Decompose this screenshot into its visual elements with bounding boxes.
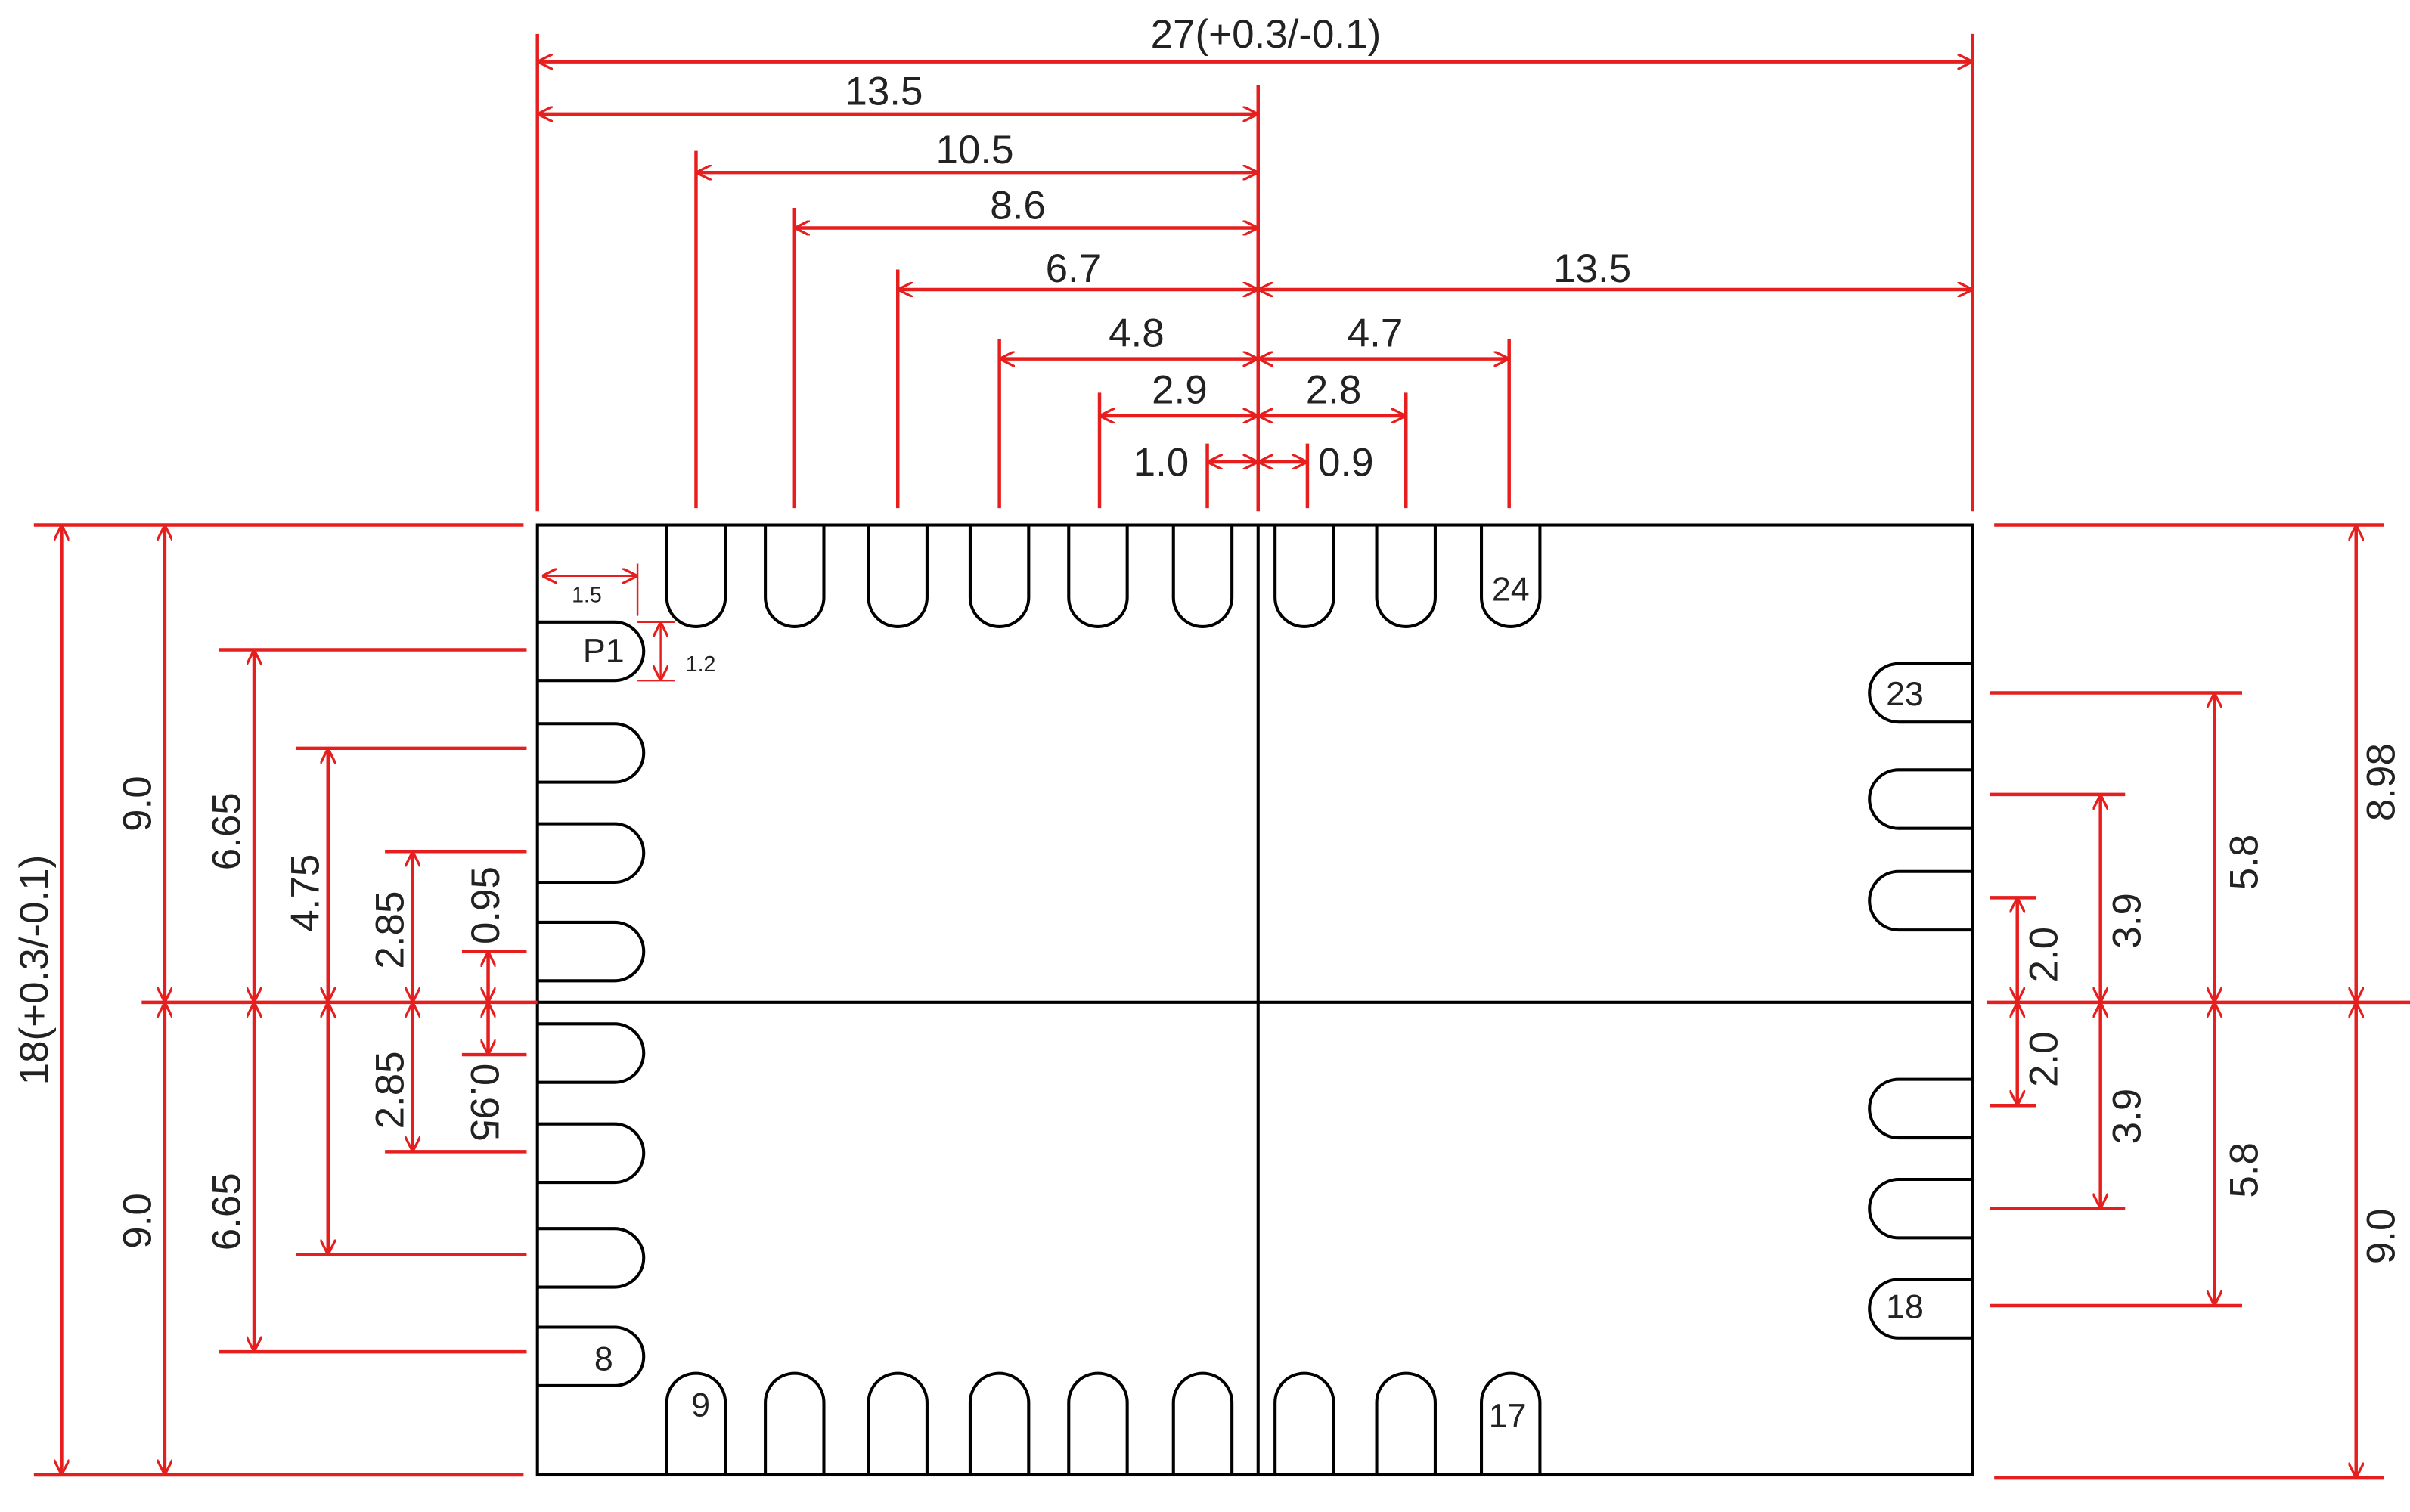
label-left-9-0-lower: 9.0	[116, 1193, 160, 1249]
dimension-labels: 27(+0.3/-0.1) 13.5 10.5 8.6 6.7 13.5 4.8…	[12, 12, 2404, 1264]
dimension-lines	[33, 33, 2410, 1480]
pad-top-2	[764, 525, 826, 628]
pad-right-21	[1868, 869, 1973, 932]
pin-label-23: 23	[1886, 675, 1924, 713]
pin-label-24: 24	[1492, 570, 1530, 608]
pin-label-8: 8	[594, 1340, 613, 1378]
label-left-6-65-lower: 6.65	[205, 1173, 250, 1250]
label-left-0-95-lower: 0.95	[462, 1064, 507, 1142]
pad-left-2	[537, 722, 646, 784]
label-left-2-85-lower: 2.85	[368, 1051, 413, 1129]
label-left-0-95-upper: 0.95	[464, 866, 508, 944]
label-right-8-98: 8.98	[2359, 743, 2404, 821]
pad-left-5	[537, 1022, 646, 1084]
pad-top-24	[1480, 525, 1542, 628]
pad-right-19	[1868, 1177, 1973, 1240]
module-body	[535, 523, 1974, 1477]
label-4-8: 4.8	[1109, 311, 1165, 355]
pad-top-6	[1171, 525, 1234, 628]
pin-detail-dimensions	[541, 563, 675, 682]
pad-left-6	[537, 1122, 646, 1185]
pad-right-23	[1868, 662, 1973, 724]
label-8-6: 8.6	[990, 183, 1046, 228]
label-overall-width: 27(+0.3/-0.1)	[1151, 12, 1382, 57]
label-left-2-85-upper: 2.85	[368, 891, 413, 969]
pin-label-9: 9	[691, 1387, 710, 1424]
label-0-9: 0.9	[1318, 440, 1374, 485]
pin-detail-labels: 1.5 1.2	[572, 583, 715, 677]
pad-left-3	[537, 822, 646, 885]
label-right-3-9-upper: 3.9	[2105, 893, 2150, 949]
pad-right-18	[1868, 1278, 1973, 1340]
pin-label-17: 17	[1489, 1397, 1527, 1435]
label-right-5-8-lower: 5.8	[2222, 1142, 2266, 1198]
pad-top-4	[968, 525, 1031, 628]
label-overall-height: 18(+0.3/-0.1)	[12, 855, 57, 1086]
label-right-5-8-upper: 5.8	[2222, 835, 2266, 891]
bottom-pads	[665, 1371, 1542, 1476]
label-13-5-left: 13.5	[845, 70, 923, 114]
label-13-5-right: 13.5	[1553, 246, 1631, 291]
pad-bottom-10	[764, 1371, 826, 1476]
pad-bottom-13	[1067, 1371, 1129, 1476]
pad-bottom-17	[1480, 1371, 1542, 1476]
top-pads	[665, 525, 1542, 628]
pad-bottom-16	[1375, 1371, 1437, 1476]
right-pads	[1868, 662, 1973, 1340]
pad-bottom-9	[665, 1371, 727, 1476]
label-right-3-9-lower: 3.9	[2105, 1089, 2150, 1145]
pad-right-20	[1868, 1077, 1973, 1140]
pad-top-8	[1375, 525, 1437, 628]
label-2-9: 2.9	[1152, 368, 1208, 413]
pad-top-7	[1273, 525, 1335, 628]
pin1-label: P1	[583, 632, 625, 670]
label-left-4-75: 4.75	[284, 854, 328, 932]
label-1-0: 1.0	[1134, 440, 1189, 485]
pad-bottom-14	[1171, 1371, 1234, 1476]
label-6-7: 6.7	[1046, 246, 1102, 291]
label-right-2-0-lower: 2.0	[2022, 1031, 2067, 1087]
pad-bottom-15	[1273, 1371, 1335, 1476]
label-right-2-0-upper: 2.0	[2022, 927, 2067, 983]
pad-top-3	[867, 525, 929, 628]
pad-bottom-11	[867, 1371, 929, 1476]
pad-left-7	[537, 1227, 646, 1289]
label-2-8: 2.8	[1306, 368, 1362, 413]
label-left-6-65-upper: 6.65	[205, 792, 250, 870]
label-right-9-0: 9.0	[2359, 1209, 2404, 1265]
label-4-7: 4.7	[1348, 311, 1404, 355]
label-left-9-0-upper: 9.0	[116, 776, 160, 832]
pad-left-4	[537, 920, 646, 983]
pad-top-5	[1067, 525, 1129, 628]
pad-right-22	[1868, 768, 1973, 830]
module-outline	[535, 523, 1974, 1477]
pad-top-1	[665, 525, 727, 628]
pad-left-8	[537, 1325, 646, 1387]
pin-labels: P1 8 9 17 18 23 24	[583, 570, 1924, 1435]
pad-bottom-12	[968, 1371, 1031, 1476]
pin-label-18: 18	[1886, 1287, 1924, 1325]
label-pin-width: 1.2	[686, 652, 716, 677]
label-10-5: 10.5	[936, 128, 1014, 172]
label-pin-length: 1.5	[572, 583, 602, 607]
pad-left-1	[537, 620, 646, 683]
left-pads	[537, 620, 646, 1387]
